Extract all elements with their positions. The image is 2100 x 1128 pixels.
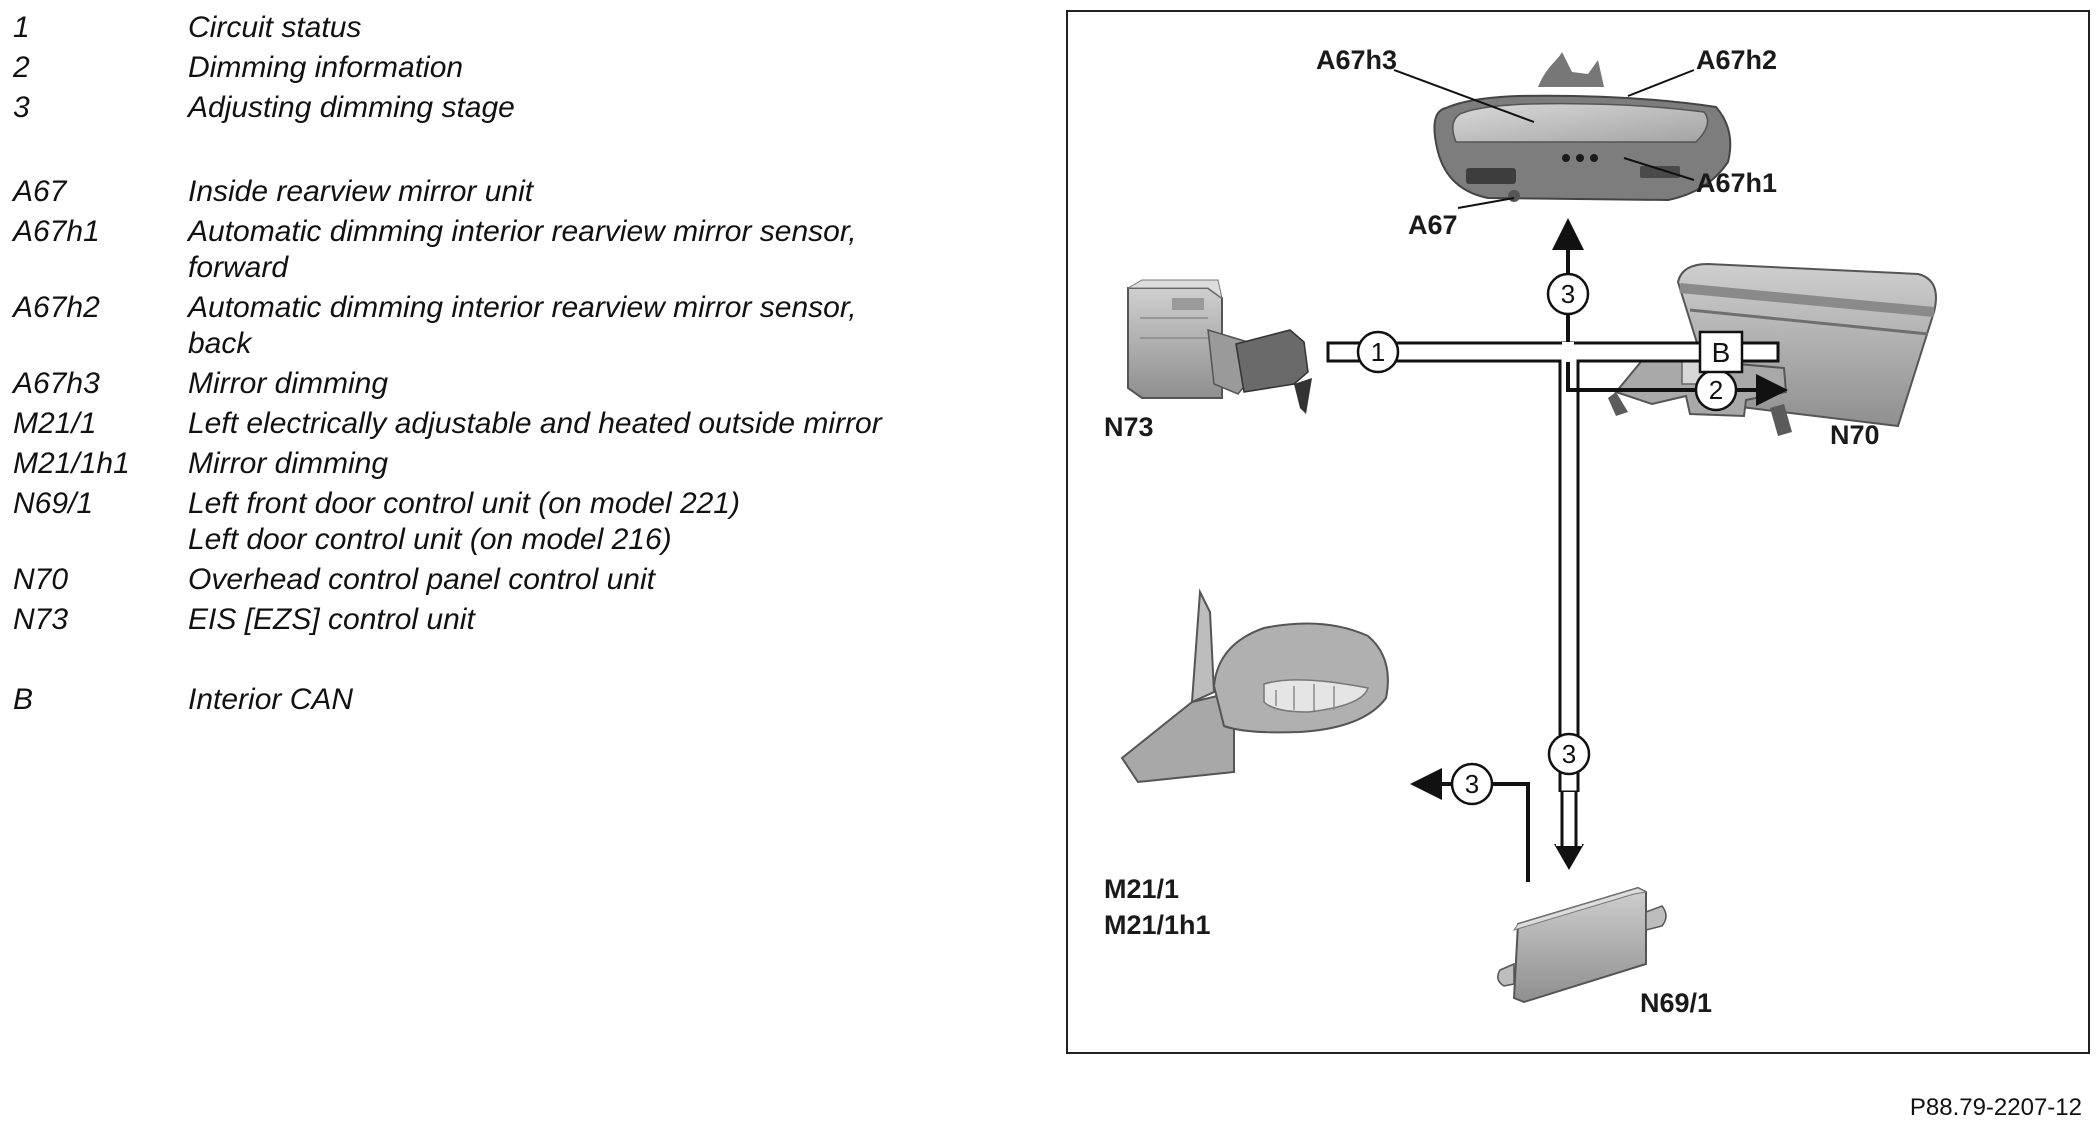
legend-description-line: Mirror dimming: [188, 367, 389, 400]
legend-description: Automatic dimming interior rearview mirr…: [188, 214, 1018, 286]
legend-description: Interior CAN: [188, 682, 1018, 718]
legend-description-line: EIS [EZS] control unit: [188, 603, 475, 636]
legend-code: N73: [13, 603, 69, 636]
legend-description: Adjusting dimming stage: [188, 90, 1018, 126]
legend-description-line: Overhead control panel control unit: [188, 563, 655, 596]
marker-adjust-to-door-unit-label: 3: [1562, 739, 1576, 769]
legend-description: Mirror dimming: [188, 446, 1018, 482]
legend-code: 1: [13, 11, 30, 44]
legend-description: Dimming information: [188, 50, 1018, 86]
label-a67h1: A67h1: [1696, 168, 1777, 198]
legend-description: Circuit status: [188, 10, 1018, 46]
diagram-frame: A67h3 A67h2 A67h1 A67 N73 N70: [1066, 10, 2090, 1054]
legend-description-line: Automatic dimming interior rearview mirr…: [188, 215, 857, 248]
a67h1-leader: [1623, 157, 1695, 181]
marker-dimming-info-label: 2: [1709, 375, 1723, 405]
label-n69-1: N69/1: [1640, 988, 1712, 1018]
legend-code: 2: [13, 51, 30, 84]
legend-code: A67: [13, 175, 67, 208]
legend-description-line: Automatic dimming interior rearview mirr…: [188, 291, 857, 324]
legend-description: EIS [EZS] control unit: [188, 602, 1018, 638]
door-control-unit-icon: [1497, 886, 1667, 1004]
label-n73: N73: [1104, 412, 1154, 442]
legend-description: Mirror dimming: [188, 366, 1018, 402]
marker-dimming-info: 2: [1694, 368, 1738, 412]
legend-code: A67h2: [13, 291, 100, 324]
legend-description: Left electrically adjustable and heated …: [188, 406, 1018, 442]
legend-description-line: Inside rearview mirror unit: [188, 175, 534, 208]
legend-description-line: forward: [188, 251, 289, 284]
label-n70: N70: [1830, 420, 1880, 450]
outside-mirror-icon: [1120, 588, 1389, 784]
legend-code: A67h3: [13, 367, 100, 400]
flow-to-door-unit: [1554, 792, 1584, 870]
legend-description-line: Adjusting dimming stage: [188, 91, 515, 124]
marker-adjust-to-mirror-unit: 3: [1546, 272, 1590, 316]
label-m21-1h1: M21/1h1: [1104, 910, 1211, 940]
legend-description: Automatic dimming interior rearview mirr…: [188, 290, 1018, 362]
legend-description-line: Left front door control unit (on model 2…: [188, 487, 740, 520]
legend-description: Inside rearview mirror unit: [188, 174, 1018, 210]
legend-code: M21/1h1: [13, 447, 130, 480]
legend-code: M21/1: [13, 407, 97, 440]
legend-description-line: Left electrically adjustable and heated …: [188, 407, 882, 440]
legend-code: B: [13, 683, 34, 716]
legend-code: N69/1: [13, 487, 94, 520]
legend-code: 3: [13, 91, 30, 124]
eis-control-unit-icon: [1126, 279, 1312, 414]
legend-description-line: Left door control unit (on model 216): [188, 523, 672, 556]
marker-bus-b-label: B: [1712, 337, 1731, 368]
marker-circuit-status: 1: [1356, 330, 1400, 374]
rearview-mirror-unit-icon: [1433, 52, 1732, 202]
label-a67: A67: [1408, 210, 1458, 240]
a67-leader: [1457, 197, 1515, 209]
legend-description: Overhead control panel control unit: [188, 562, 1018, 598]
legend-description-line: Circuit status: [188, 11, 362, 44]
label-a67h2: A67h2: [1696, 45, 1777, 75]
a67h2-leader: [1627, 69, 1695, 97]
legend-code: A67h1: [13, 215, 100, 248]
marker-adjust-to-door-unit: 3: [1547, 732, 1591, 776]
legend-code: N70: [13, 563, 69, 596]
legend-description: Left front door control unit (on model 2…: [188, 486, 1018, 558]
label-m21-1: M21/1: [1104, 874, 1179, 904]
marker-adjust-to-outside-mirror: 3: [1450, 762, 1494, 806]
legend-description-line: Mirror dimming: [188, 447, 389, 480]
legend-description-line: Interior CAN: [188, 683, 354, 716]
legend-description-line: back: [188, 327, 252, 360]
diagram: A67h3 A67h2 A67h1 A67 N73 N70: [1104, 45, 1937, 1018]
marker-circuit-status-label: 1: [1371, 337, 1385, 367]
a67h3-leader: [1393, 69, 1535, 123]
connector-gap-mask: [1562, 342, 1574, 362]
marker-bus-b: B: [1698, 330, 1744, 374]
marker-adjust-to-mirror-unit-label: 3: [1561, 279, 1575, 309]
figure-id: P88.79-2207-12: [1909, 1094, 2082, 1121]
label-a67h3: A67h3: [1316, 45, 1397, 75]
marker-adjust-to-outside-mirror-label: 3: [1465, 769, 1479, 799]
legend-description-line: Dimming information: [188, 51, 464, 84]
